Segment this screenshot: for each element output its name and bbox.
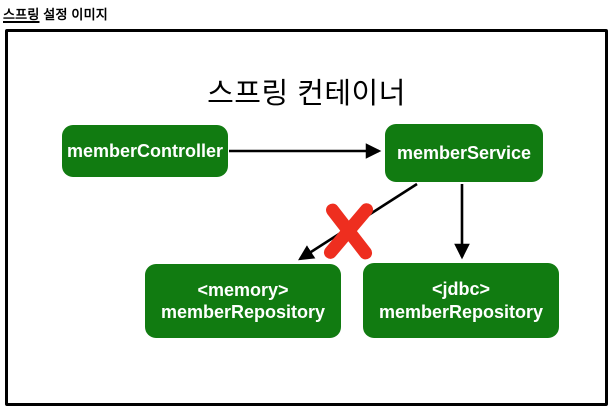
node-member-controller: memberController [62,125,228,177]
page-title: 스프링 설정 이미지 [3,4,108,23]
page-title-rest-part: 설정 이미지 [39,7,108,22]
node-memory-repo-name-label: memberRepository [160,302,326,322]
node-jdbc-repo-type-label: <jdbc> [431,279,491,299]
node-jdbc-member-repository: <jdbc> memberRepository [363,263,559,338]
node-memory-member-repository: <memory> memberRepository [145,264,341,338]
node-member-controller-label: memberController [66,140,224,161]
spring-container-frame: 스프링 컨테이너 [5,29,608,406]
container-title: 스프링 컨테이너 [207,78,406,110]
page-title-underlined-part: 스프링 [3,7,40,22]
node-jdbc-repo-name-label: memberRepository [378,301,544,322]
node-member-service-label: memberService [396,142,532,163]
node-memory-repo-type-label: <memory> [197,279,289,300]
node-member-service: memberService [385,124,543,182]
